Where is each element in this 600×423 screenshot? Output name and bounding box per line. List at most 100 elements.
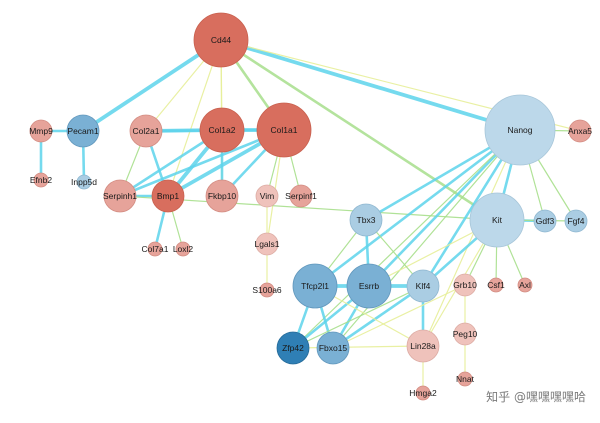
node-circle <box>255 232 279 256</box>
node-serpinh1[interactable]: Serpinh1 <box>103 179 137 213</box>
node-fgf4[interactable]: Fgf4 <box>564 209 588 233</box>
node-circle <box>33 172 49 188</box>
node-label: Col7a1 <box>142 244 169 254</box>
node-zfp42[interactable]: Zfp42 <box>276 331 310 365</box>
node-circle <box>147 241 163 257</box>
node-circle <box>103 179 137 213</box>
node-label: Efnb2 <box>30 175 52 185</box>
node-label: Vim <box>260 191 275 201</box>
node-circle <box>453 322 477 346</box>
node-serpinf1[interactable]: Serpinf1 <box>285 184 317 208</box>
edge-nanog-lin28a <box>422 129 521 347</box>
node-circle <box>129 114 163 148</box>
node-s100a6[interactable]: S100a6 <box>252 282 282 298</box>
node-axl[interactable]: Axl <box>517 277 533 293</box>
node-gdf3[interactable]: Gdf3 <box>533 209 557 233</box>
edge-klf4-zfp42 <box>292 285 424 349</box>
node-label: Hmga2 <box>409 388 437 398</box>
node-label: Inpp5d <box>71 177 97 187</box>
edge-grb10-fbxo15 <box>332 284 466 349</box>
node-fbxo15[interactable]: Fbxo15 <box>316 331 350 365</box>
node-klf4[interactable]: Klf4 <box>406 269 440 303</box>
node-circle <box>488 277 504 293</box>
node-bmp1[interactable]: Bmp1 <box>151 179 185 213</box>
node-circle <box>349 203 383 237</box>
node-circle <box>175 241 191 257</box>
node-loxl2[interactable]: Loxl2 <box>173 241 194 257</box>
node-label: Lgals1 <box>254 239 279 249</box>
node-col2a1[interactable]: Col2a1 <box>129 114 163 148</box>
node-label: Klf4 <box>416 281 431 291</box>
node-cd44[interactable]: Cd44 <box>193 12 249 68</box>
node-circle <box>469 192 525 248</box>
edge-nanog-tfcp2l1 <box>313 128 522 288</box>
node-circle <box>346 263 392 309</box>
node-label: Tfcp2l1 <box>301 281 329 291</box>
node-label: Col1a1 <box>271 125 298 135</box>
node-kit[interactable]: Kit <box>469 192 525 248</box>
node-inpp5d[interactable]: Inpp5d <box>71 174 97 190</box>
node-circle <box>259 282 275 298</box>
node-label: Serpinf1 <box>285 191 317 201</box>
node-label: Tbx3 <box>357 215 376 225</box>
node-circle <box>199 107 245 153</box>
node-nnat[interactable]: Nnat <box>456 371 475 387</box>
node-mmp9[interactable]: Mmp9 <box>29 119 53 143</box>
node-circle <box>406 269 440 303</box>
edge-cd44-bmp1 <box>167 39 222 197</box>
node-label: Peg10 <box>453 329 478 339</box>
node-esrrb[interactable]: Esrrb <box>346 263 392 309</box>
node-label: Grb10 <box>453 280 477 290</box>
node-vim[interactable]: Vim <box>255 184 279 208</box>
node-label: Esrrb <box>359 281 380 291</box>
node-label: Col1a2 <box>209 125 236 135</box>
edge-cd44-pecam1 <box>81 38 223 133</box>
edge-klf4-fbxo15 <box>331 284 425 350</box>
edge-cd44-kit <box>219 38 499 222</box>
node-label: Nnat <box>456 374 475 384</box>
node-csf1[interactable]: Csf1 <box>487 277 505 293</box>
node-nanog[interactable]: Nanog <box>484 94 556 166</box>
node-col1a2[interactable]: Col1a2 <box>199 107 245 153</box>
node-circle <box>457 371 473 387</box>
edge-cd44-nanog <box>219 38 522 132</box>
node-label: Anxa5 <box>568 126 592 136</box>
node-circle <box>406 329 440 363</box>
node-pecam1[interactable]: Pecam1 <box>66 114 100 148</box>
node-col7a1[interactable]: Col7a1 <box>142 241 169 257</box>
node-tfcp2l1[interactable]: Tfcp2l1 <box>292 263 338 309</box>
node-label: Nanog <box>507 125 532 135</box>
node-label: Axl <box>519 280 531 290</box>
node-label: Bmp1 <box>157 191 179 201</box>
node-label: Col2a1 <box>133 126 160 136</box>
node-label: Kit <box>492 215 503 225</box>
node-circle <box>415 385 431 401</box>
node-grb10[interactable]: Grb10 <box>453 273 477 297</box>
node-label: Gdf3 <box>536 216 555 226</box>
node-fkbp10[interactable]: Fkbp10 <box>205 179 239 213</box>
watermark: 知乎 @嘿嘿嘿嘿哈 <box>486 390 586 404</box>
node-col1a1[interactable]: Col1a1 <box>256 102 312 158</box>
node-circle <box>29 119 53 143</box>
edge-nanog-esrrb <box>367 128 522 288</box>
node-label: S100a6 <box>252 285 282 295</box>
node-label: Fgf4 <box>567 216 584 226</box>
node-efnb2[interactable]: Efnb2 <box>30 172 52 188</box>
node-label: Mmp9 <box>29 126 53 136</box>
node-circle <box>151 179 185 213</box>
node-peg10[interactable]: Peg10 <box>453 322 478 346</box>
node-lgals1[interactable]: Lgals1 <box>254 232 280 256</box>
node-label: Fbxo15 <box>319 343 348 353</box>
node-circle <box>568 119 592 143</box>
edge-nanog-zfp42 <box>292 129 521 349</box>
node-label: Zfp42 <box>282 343 304 353</box>
node-circle <box>533 209 557 233</box>
edge-zfp42-lin28a <box>292 345 424 349</box>
node-lin28a[interactable]: Lin28a <box>406 329 440 363</box>
node-label: Lin28a <box>410 341 436 351</box>
node-tbx3[interactable]: Tbx3 <box>349 203 383 237</box>
node-circle <box>484 94 556 166</box>
node-anxa5[interactable]: Anxa5 <box>568 119 592 143</box>
node-hmga2[interactable]: Hmga2 <box>409 385 437 401</box>
